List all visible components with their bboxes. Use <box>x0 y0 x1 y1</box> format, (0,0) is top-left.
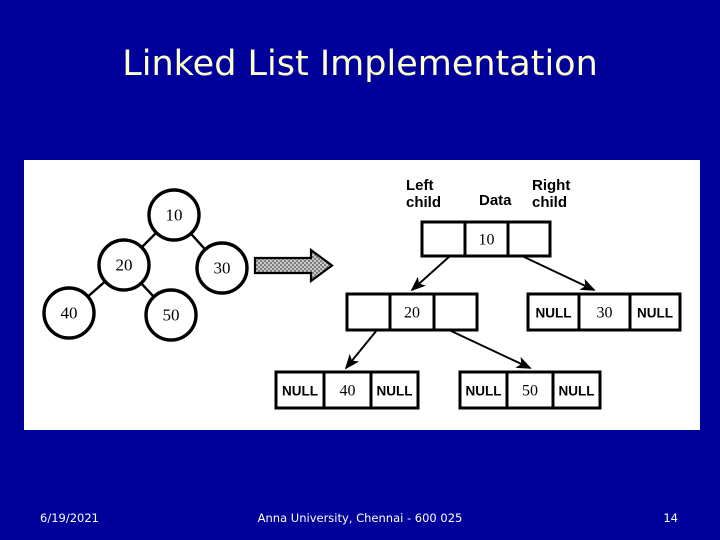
caption-data: Data <box>479 192 512 209</box>
list-node-40-left-cell: NULL <box>282 384 318 399</box>
tree-node-30-label: 30 <box>214 259 231 278</box>
list-node-10-data-cell: 10 <box>479 232 495 249</box>
list-node-50: NULL 50 NULL <box>458 370 602 410</box>
block-arrow-right-icon <box>253 247 334 284</box>
list-node-30-data-cell: 30 <box>597 305 613 322</box>
list-node-10: 10 <box>420 220 552 258</box>
tree-node-50: 50 <box>144 288 198 342</box>
pointer-arrows <box>344 255 596 370</box>
list-node-40: NULL 40 NULL <box>274 370 420 410</box>
tree-node-20-label: 20 <box>116 256 133 275</box>
caption-left-child-line2: child <box>406 194 441 211</box>
list-node-40-right-cell: NULL <box>377 384 413 399</box>
tree-node-40-label: 40 <box>61 304 78 323</box>
footer-page-number: 14 <box>663 511 678 525</box>
list-node-40-data-cell: 40 <box>340 383 356 400</box>
binary-tree: 10 20 30 40 50 <box>42 188 249 342</box>
footer-date: 6/19/2021 <box>40 511 99 525</box>
list-node-50-left-cell: NULL <box>466 384 502 399</box>
footer-organization: Anna University, Chennai - 600 025 <box>257 511 463 525</box>
list-node-20: 20 <box>345 292 479 332</box>
caption-right-child-line1: Right <box>532 177 570 194</box>
list-node-30: NULL 30 NULL <box>526 292 682 332</box>
caption-left-child-line1: Left <box>406 177 434 194</box>
arrow-20-left-to-40 <box>344 329 378 370</box>
list-node-50-right-cell: NULL <box>559 384 595 399</box>
tree-node-50-label: 50 <box>163 306 180 325</box>
caption-right-child-line2: child <box>532 194 567 211</box>
tree-node-10-label: 10 <box>166 206 183 225</box>
column-captions: Left child Data Right child <box>406 177 570 211</box>
page-title: Linked List Implementation <box>122 44 598 84</box>
list-node-30-left-cell: NULL <box>536 306 572 321</box>
linked-list-diagram: 10 20 30 40 50 <box>42 177 682 410</box>
diagram-image-panel: 10 20 30 40 50 <box>24 160 700 430</box>
list-node-30-right-cell: NULL <box>637 306 673 321</box>
arrow-10-right-to-30 <box>521 255 596 291</box>
tree-node-30: 30 <box>195 241 249 295</box>
arrow-20-right-to-50 <box>448 329 532 369</box>
list-node-20-data-cell: 20 <box>404 305 420 322</box>
arrow-10-left-to-20 <box>410 255 451 292</box>
list-node-50-data-cell: 50 <box>522 383 538 400</box>
tree-node-10: 10 <box>147 188 201 242</box>
tree-node-40: 40 <box>42 286 96 340</box>
tree-node-20: 20 <box>97 238 151 292</box>
